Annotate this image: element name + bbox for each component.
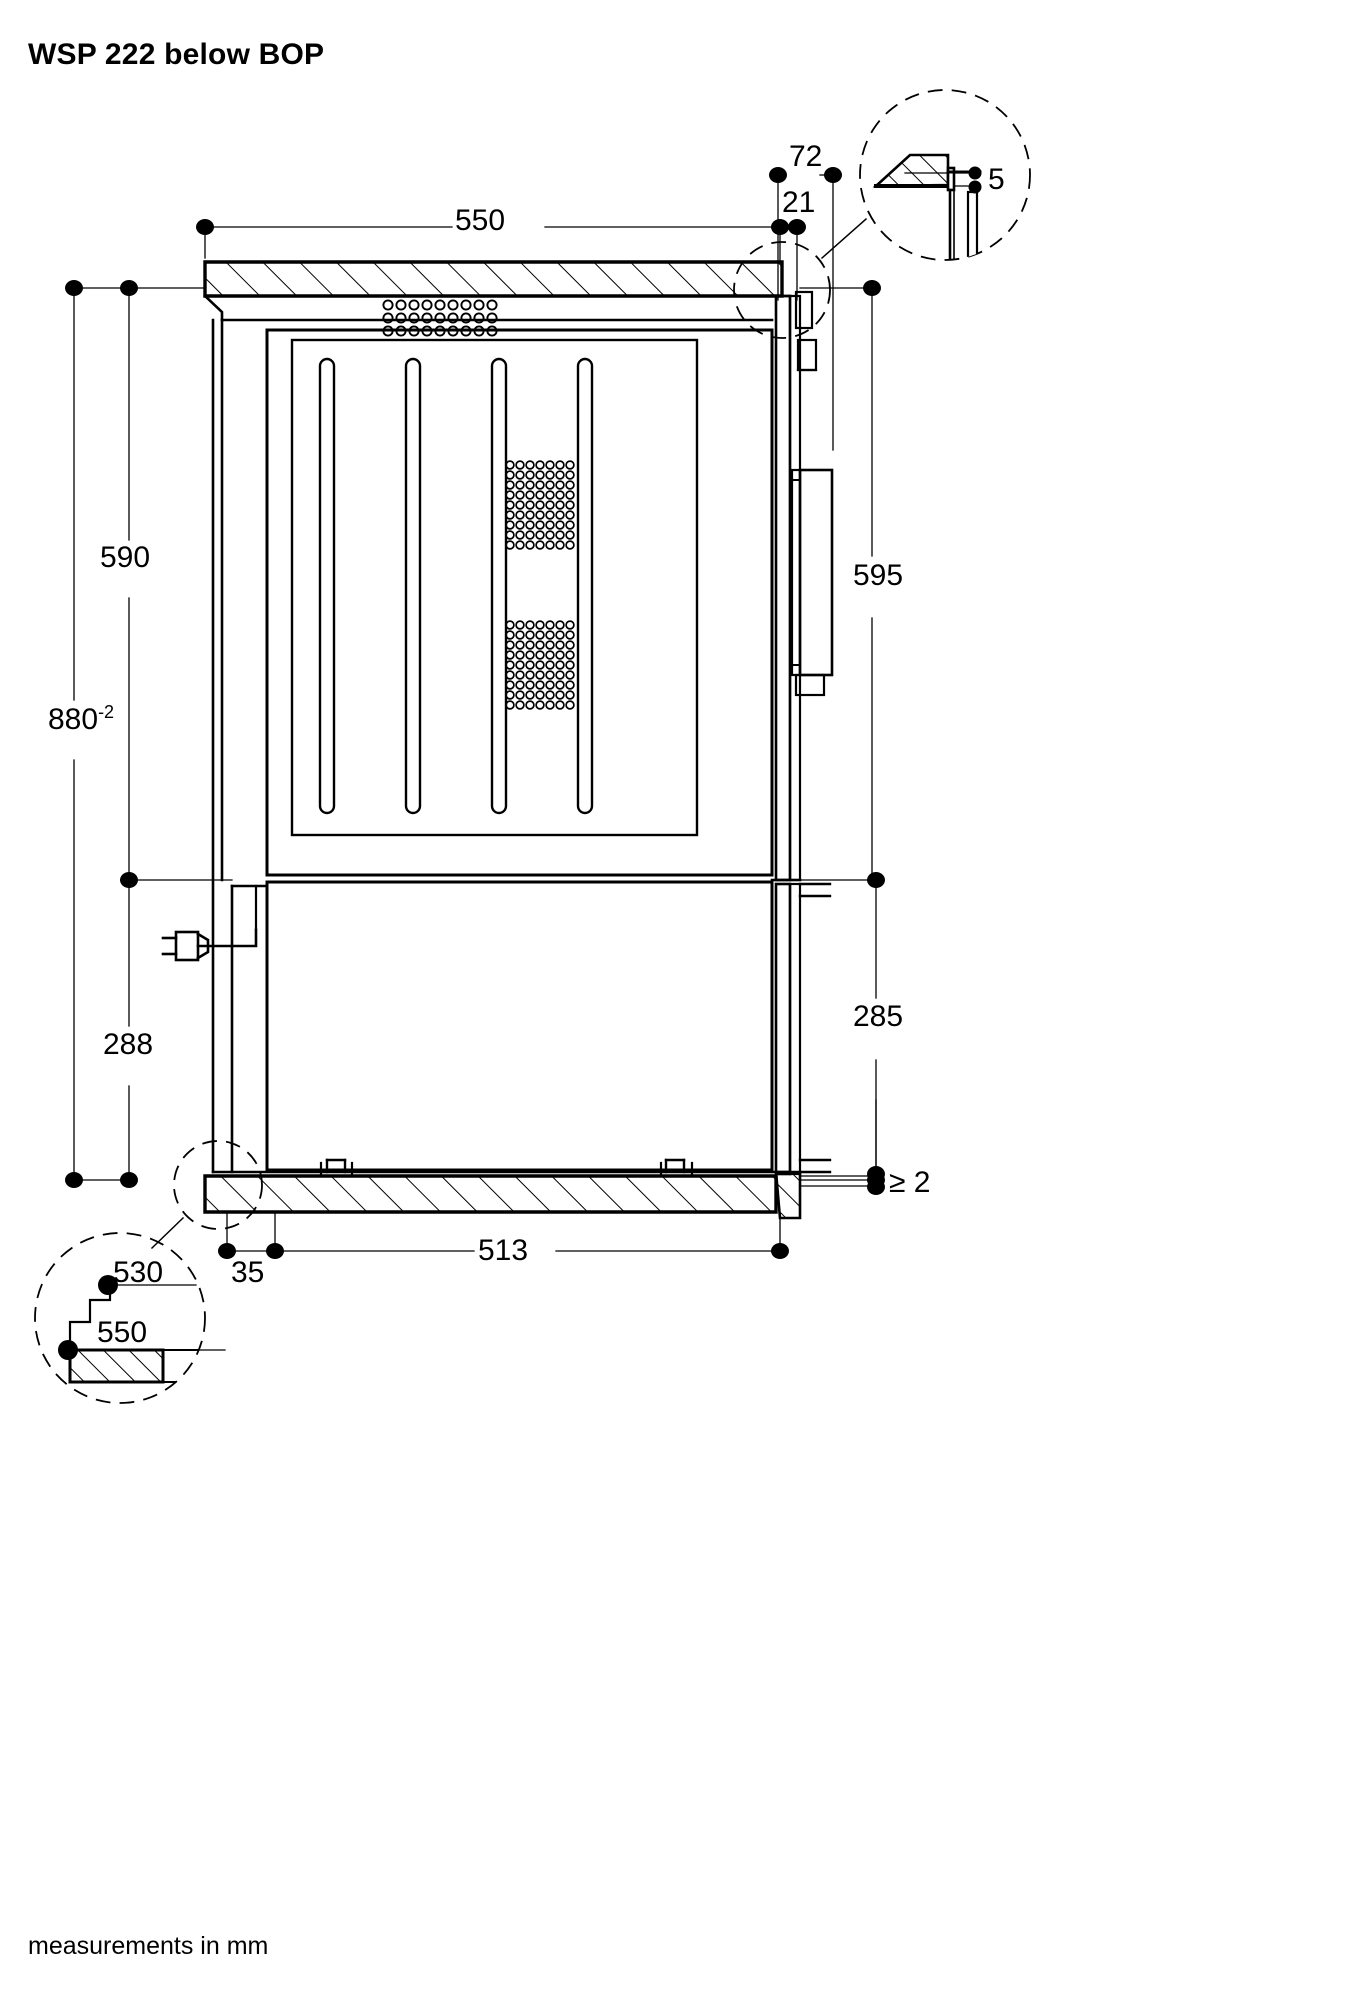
detail-top-right-content [872, 153, 982, 260]
dim-label-288: 288 [103, 1028, 154, 1061]
detail-callout-circles [34, 89, 1031, 1404]
detail-leader-lines [150, 217, 868, 1250]
dim-label-513: 513 [478, 1234, 529, 1267]
oven-door-vent-upper [505, 460, 575, 550]
page-title: WSP 222 below BOP [28, 38, 325, 71]
measurement-units-note: measurements in mm [28, 1932, 269, 1960]
drawer-base-supports [325, 1158, 686, 1174]
worktop-front-chamfer [203, 294, 224, 322]
detail-bottom-left-content [68, 1276, 201, 1384]
warming-drawer-body [230, 880, 774, 1174]
dim-label-35: 35 [231, 1256, 265, 1289]
dim-label-min-2: ≥ 2 [889, 1166, 931, 1199]
worktop-slab [203, 260, 784, 298]
power-plug-icon [161, 928, 258, 962]
oven-door-slots [318, 357, 594, 815]
dim-label-595: 595 [853, 559, 904, 592]
oven-door-vent-lower [505, 620, 575, 710]
detail-circle-source-bottom [173, 1140, 263, 1230]
dim-label-880-tolerance: 880-2 [48, 703, 114, 735]
dim-880-value: 880 [48, 703, 99, 736]
detail-circle-source-top [733, 241, 831, 339]
dim-880-tolerance-sup: -2 [98, 702, 115, 722]
dimension-end-dots [58, 166, 982, 1360]
dim-label-590: 590 [100, 541, 151, 574]
dim-label-21: 21 [782, 186, 816, 219]
drawer-front-plinth [774, 882, 832, 1220]
dim-label-285: 285 [853, 1000, 904, 1033]
cabinet-outline [211, 318, 792, 1174]
detail-circle-top-right [859, 89, 1031, 261]
oven-top-latch [794, 290, 818, 372]
base-slab [203, 1174, 778, 1214]
dim-label-5-detail: 5 [988, 163, 1005, 196]
base-slab-step-marks [319, 1161, 694, 1178]
oven-body [265, 328, 774, 877]
dim-label-550-top: 550 [455, 204, 506, 237]
dim-label-72: 72 [789, 140, 823, 173]
dim-label-550-detail: 550 [97, 1316, 148, 1349]
appliance-front-fascia [770, 294, 802, 1176]
detail-circle-bottom-left [34, 1232, 206, 1404]
oven-door-handle [790, 468, 834, 697]
dimension-lines-group [67, 172, 969, 1351]
oven-top-vent-perforation [382, 299, 498, 337]
dim-label-530-detail: 530 [113, 1256, 164, 1289]
